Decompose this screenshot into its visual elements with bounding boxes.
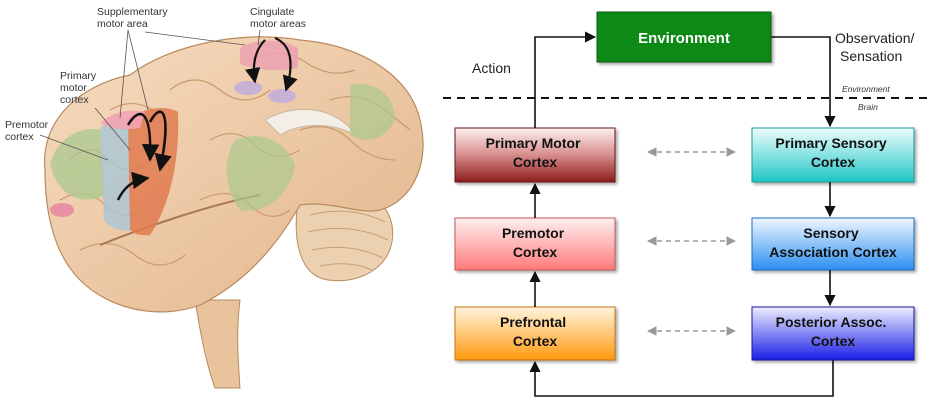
supplementary-motor-region [100, 110, 145, 130]
brain-arrow-2 [148, 110, 172, 172]
premotor-cortex-box: Premotor Cortex [454, 217, 616, 271]
label-premotor-cortex: Premotor cortex [5, 119, 51, 143]
premotor-cortex-label: Premotor Cortex [502, 225, 568, 260]
primary-sensory-cortex-box: Primary Sensory Cortex [751, 127, 915, 183]
observation-sensation-label: Observation/ Sensation [835, 30, 918, 64]
occipital-region [350, 84, 395, 140]
brain-arrow-4 [245, 39, 266, 84]
posterior-association-cortex-box: Posterior Assoc. Cortex [751, 306, 915, 361]
primary-motor-cortex-box: Primary Motor Cortex [454, 127, 616, 183]
prefrontal-cortex-box: Prefrontal Cortex [454, 306, 616, 361]
leader-supplementary [119, 29, 149, 119]
leader-premotor [39, 134, 109, 161]
cingulate-region-lower-right [268, 89, 296, 103]
parietal-region [226, 136, 295, 211]
environment-label: Environment [638, 30, 730, 47]
arrow-primary-motor-to-environment [534, 31, 597, 128]
leader-primary [94, 107, 131, 151]
prefrontal-cortex-label: Prefrontal Cortex [500, 314, 570, 349]
boundary-label-environment: Environment [842, 84, 890, 94]
sensory-association-cortex-box: Sensory Association Cortex [751, 217, 915, 271]
brain-arrow-1 [126, 113, 160, 162]
label-cingulate-motor-areas: Cingulate motor areas [250, 6, 306, 30]
posterior-association-cortex-label: Posterior Assoc. Cortex [776, 314, 891, 349]
premotor-region [100, 119, 132, 231]
action-label: Action [472, 60, 511, 76]
frontal-pink-region [50, 203, 74, 217]
prefrontal-region [50, 129, 105, 200]
brain-arrow-5 [274, 36, 298, 92]
primary-sensory-cortex-label: Primary Sensory Cortex [775, 135, 890, 170]
label-primary-motor-cortex: Primary motor cortex [60, 70, 99, 106]
arrow-environment-to-primary-sensory [771, 36, 836, 128]
boundary-label-brain: Brain [858, 102, 878, 112]
arrow-posterior-to-prefrontal [529, 360, 834, 397]
leader-cingulate [144, 29, 261, 46]
brain-illustration [39, 29, 424, 389]
label-supplementary-motor-area: Supplementary motor area [97, 6, 171, 30]
primary-motor-cortex-label: Primary Motor Cortex [486, 135, 585, 170]
brain-arrow-3 [116, 171, 150, 201]
brain-stem [194, 299, 241, 389]
cerebellum-folds [307, 210, 389, 271]
cingulate-region-lower-left [234, 81, 262, 95]
environment-box: Environment [596, 11, 772, 63]
sensory-association-cortex-label: Sensory Association Cortex [769, 225, 897, 260]
